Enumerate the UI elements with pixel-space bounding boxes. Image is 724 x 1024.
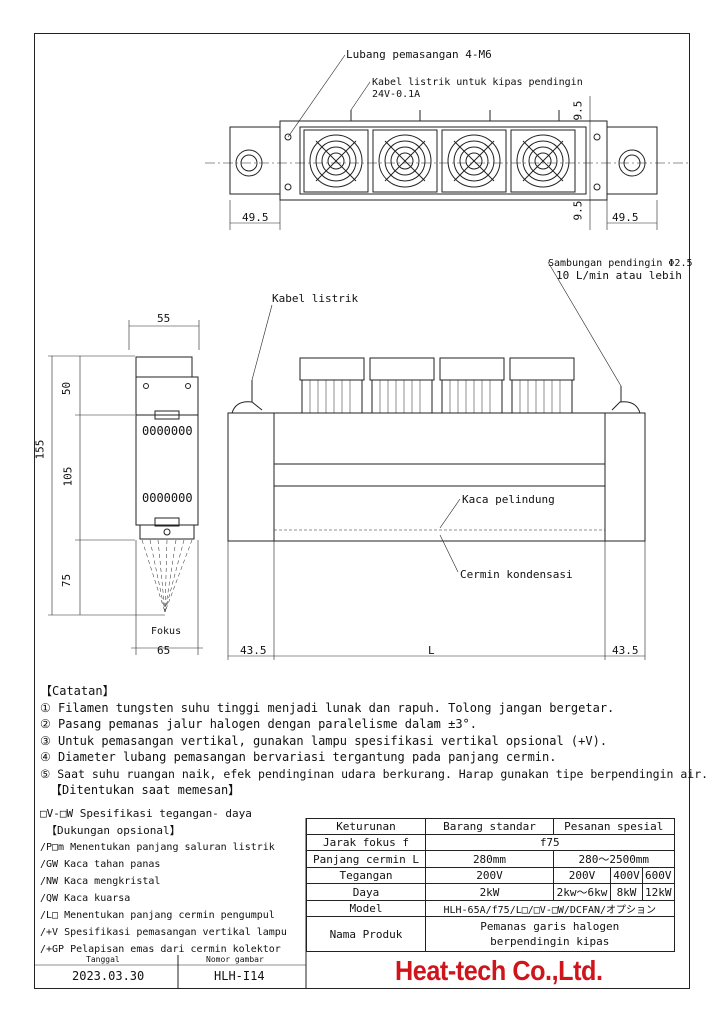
dim-end-width-bottom: 65 bbox=[157, 644, 171, 657]
table-header: Keturunan bbox=[306, 818, 426, 835]
fan-cable-label: Kabel listrik untuk kipas pendingin bbox=[372, 77, 583, 88]
table-cell: 280mm bbox=[425, 850, 554, 868]
date-value: 2023.03.30 bbox=[72, 969, 145, 983]
table-cell: 600V bbox=[642, 867, 675, 884]
dim-end-width-top: 55 bbox=[157, 312, 171, 325]
dim-top-right: 49.5 bbox=[612, 211, 639, 224]
note-item: ⑤ Saat suhu ruangan naik, efek pendingin… bbox=[40, 766, 709, 781]
option-item: /P□m Menentukan panjang saluran listrik bbox=[40, 842, 275, 853]
fan-module-icon bbox=[299, 357, 365, 414]
fan-module-icon bbox=[509, 357, 575, 414]
spec-table: Keturunan Barang standar Pesanan spesial… bbox=[306, 818, 675, 952]
cooling-connection-label: Sambungan pendingin Φ2.5 bbox=[548, 258, 693, 269]
drawing-no-value: HLH-I14 bbox=[214, 969, 265, 983]
table-row: Daya 2kW 2kw～6kw 8kW 12kW bbox=[306, 883, 675, 901]
fan-icon bbox=[441, 129, 507, 193]
top-view bbox=[205, 54, 690, 230]
table-row: Panjang cermin L 280mm 280～2500mm bbox=[306, 850, 675, 868]
product-name-line: Pemanas garis halogen bbox=[480, 920, 620, 933]
row-label: Nama Produk bbox=[306, 916, 426, 952]
front-view bbox=[227, 261, 646, 660]
table-header: Pesanan spesial bbox=[553, 818, 675, 835]
nameplate-bottom: 0000000 bbox=[142, 491, 193, 505]
protective-glass-label: Kaca pelindung bbox=[462, 493, 555, 506]
note-item: ③ Untuk pemasangan vertikal, gunakan lam… bbox=[40, 733, 608, 748]
focus-label: Fokus bbox=[151, 626, 182, 637]
note-item: ② Pasang pemanas jalur halogen dengan pa… bbox=[40, 717, 478, 731]
note-item: ④ Diameter lubang pemasangan bervariasi … bbox=[40, 750, 557, 764]
options-heading: 【Dukungan opsional】 bbox=[46, 824, 181, 837]
fan-module-icon bbox=[439, 357, 505, 414]
table-header: Barang standar bbox=[425, 818, 554, 835]
dim-top-left: 49.5 bbox=[242, 211, 269, 224]
dim-end-mid: 105 bbox=[61, 466, 75, 487]
fan-icon bbox=[303, 129, 369, 193]
table-cell: 400V bbox=[610, 867, 643, 884]
determined-item: □V-□W Spesifikasi tegangan- daya bbox=[40, 807, 252, 820]
product-name-line: berpendingin kipas bbox=[490, 935, 610, 948]
power-cable-label: Kabel listrik bbox=[272, 292, 359, 305]
row-label: Panjang cermin L bbox=[306, 850, 426, 868]
dim-end-focus: 75 bbox=[60, 573, 74, 588]
table-row: Model HLH-65A/f75/L□/□V-□W/DCFAN/オプション bbox=[306, 900, 675, 917]
dim-front-right: 43.5 bbox=[612, 644, 639, 657]
dim-front-length: L bbox=[428, 644, 435, 657]
mount-holes-label: Lubang pemasangan 4-M6 bbox=[346, 48, 492, 61]
note-item: ① Filamen tungsten suhu tinggi menjadi l… bbox=[40, 700, 615, 715]
drawing-frame bbox=[34, 33, 690, 989]
cooling-flow-label: 10 L/min atau lebih bbox=[556, 269, 682, 282]
fan-icon bbox=[510, 129, 576, 193]
table-cell: 280～2500mm bbox=[553, 850, 675, 868]
determined-heading: 【Ditentukan saat memesan】 bbox=[50, 783, 241, 797]
table-row: Jarak fokus f f75 bbox=[306, 834, 675, 851]
option-item: /QW Kaca kuarsa bbox=[40, 893, 131, 904]
table-cell: 200V bbox=[553, 867, 611, 884]
row-label: Jarak fokus f bbox=[306, 834, 426, 851]
table-cell: 200V bbox=[425, 867, 554, 884]
end-view bbox=[48, 320, 203, 655]
table-row: Keturunan Barang standar Pesanan spesial bbox=[306, 818, 675, 835]
table-cell: Pemanas garis halogen berpendingin kipas bbox=[425, 916, 675, 952]
table-cell: f75 bbox=[425, 834, 675, 851]
table-cell: HLH-65A/f75/L□/□V-□W/DCFAN/オプション bbox=[425, 900, 675, 917]
options-section: □V-□W Spesifikasi tegangan- daya 【Dukung… bbox=[40, 805, 287, 958]
dim-end-top: 50 bbox=[60, 381, 74, 396]
date-label: Tanggal bbox=[86, 955, 120, 964]
company-logo: Heat-tech Co.,Ltd. bbox=[395, 955, 603, 986]
nameplate-top: 0000000 bbox=[142, 424, 193, 438]
option-item: /+V Spesifikasi pemasangan vertikal lamp… bbox=[40, 927, 287, 938]
row-label: Model bbox=[306, 900, 426, 917]
table-cell: 8kW bbox=[610, 883, 643, 901]
table-cell: 2kw～6kw bbox=[553, 883, 611, 901]
dim-top-upper: 9.5 bbox=[571, 100, 585, 121]
option-item: /+GP Pelapisan emas dari cermin kolektor bbox=[40, 944, 281, 955]
table-cell: 12kW bbox=[642, 883, 675, 901]
dim-front-left: 43.5 bbox=[240, 644, 267, 657]
fan-icon bbox=[372, 129, 438, 193]
dim-top-lower: 9.5 bbox=[571, 200, 585, 221]
notes-heading: 【Catatan】 bbox=[40, 684, 115, 698]
option-item: /GW Kaca tahan panas bbox=[40, 859, 161, 870]
row-label: Daya bbox=[306, 883, 426, 901]
fan-cable-spec: 24V-0.1A bbox=[372, 89, 421, 100]
condensing-mirror-label: Cermin kondensasi bbox=[460, 568, 573, 581]
drawing-no-label: Nomor gambar bbox=[206, 955, 264, 964]
dim-end-total: 155 bbox=[33, 439, 47, 460]
table-row: Nama Produk Pemanas garis halogen berpen… bbox=[306, 916, 675, 952]
notes-section: 【Catatan】 ① Filamen tungsten suhu tinggi… bbox=[40, 683, 708, 799]
fan-module-icon bbox=[369, 357, 435, 414]
option-item: /NW Kaca mengkristal bbox=[40, 876, 161, 887]
row-label: Tegangan bbox=[306, 867, 426, 884]
option-item: /L□ Menentukan panjang cermin pengumpul bbox=[40, 910, 275, 921]
table-cell: 2kW bbox=[425, 883, 554, 901]
table-row: Tegangan 200V 200V 400V 600V bbox=[306, 867, 675, 884]
